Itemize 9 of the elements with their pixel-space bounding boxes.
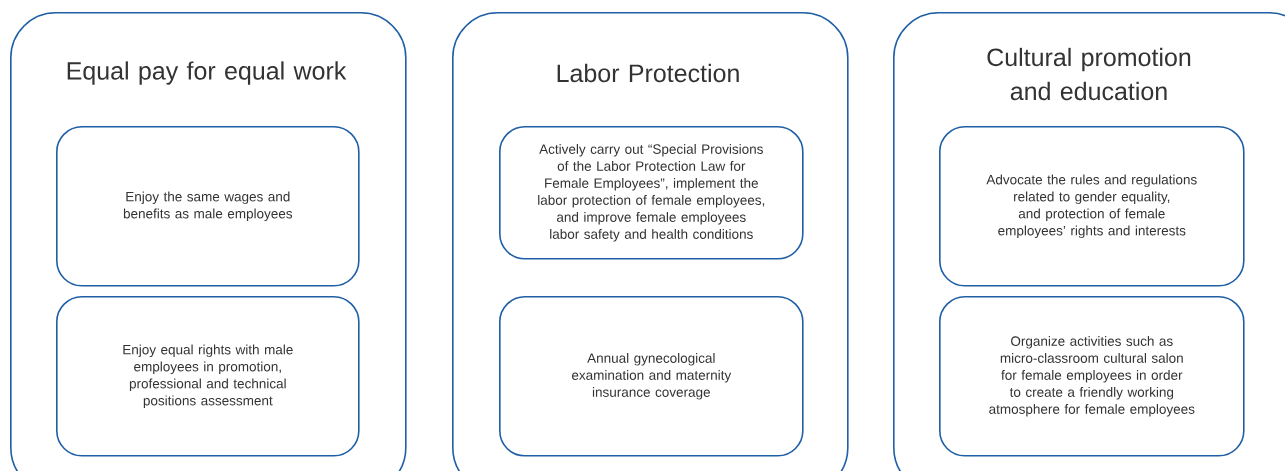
panel-title: Labor Protection <box>557 63 739 83</box>
text-box: Enjoy the same wages and benefits as male employees <box>56 126 360 287</box>
text-box: Organize activities such as micro-classroom cultural salon for female employees in order to create a friendly working atmosphere for female employees <box>939 296 1245 457</box>
text-box: Annual gynecological examination and maternity insurance coverage <box>499 296 804 457</box>
panel-title: Equal pay for equal work <box>67 61 347 85</box>
panel-title: Cultural promotion and education <box>987 47 1191 101</box>
text-box: Advocate the rules and regulations related to gender equality, and protection of female employees’ rights and interests <box>939 126 1245 287</box>
text-box: Actively carry out “Special Provisions of the Labor Protection Law for Female Employees”, implement the labor protection of female employees, and improve female employees labor safety and health conditions <box>499 126 804 260</box>
text-box: Enjoy equal rights with male employees in promotion, professional and technical positions assessment <box>56 296 360 457</box>
